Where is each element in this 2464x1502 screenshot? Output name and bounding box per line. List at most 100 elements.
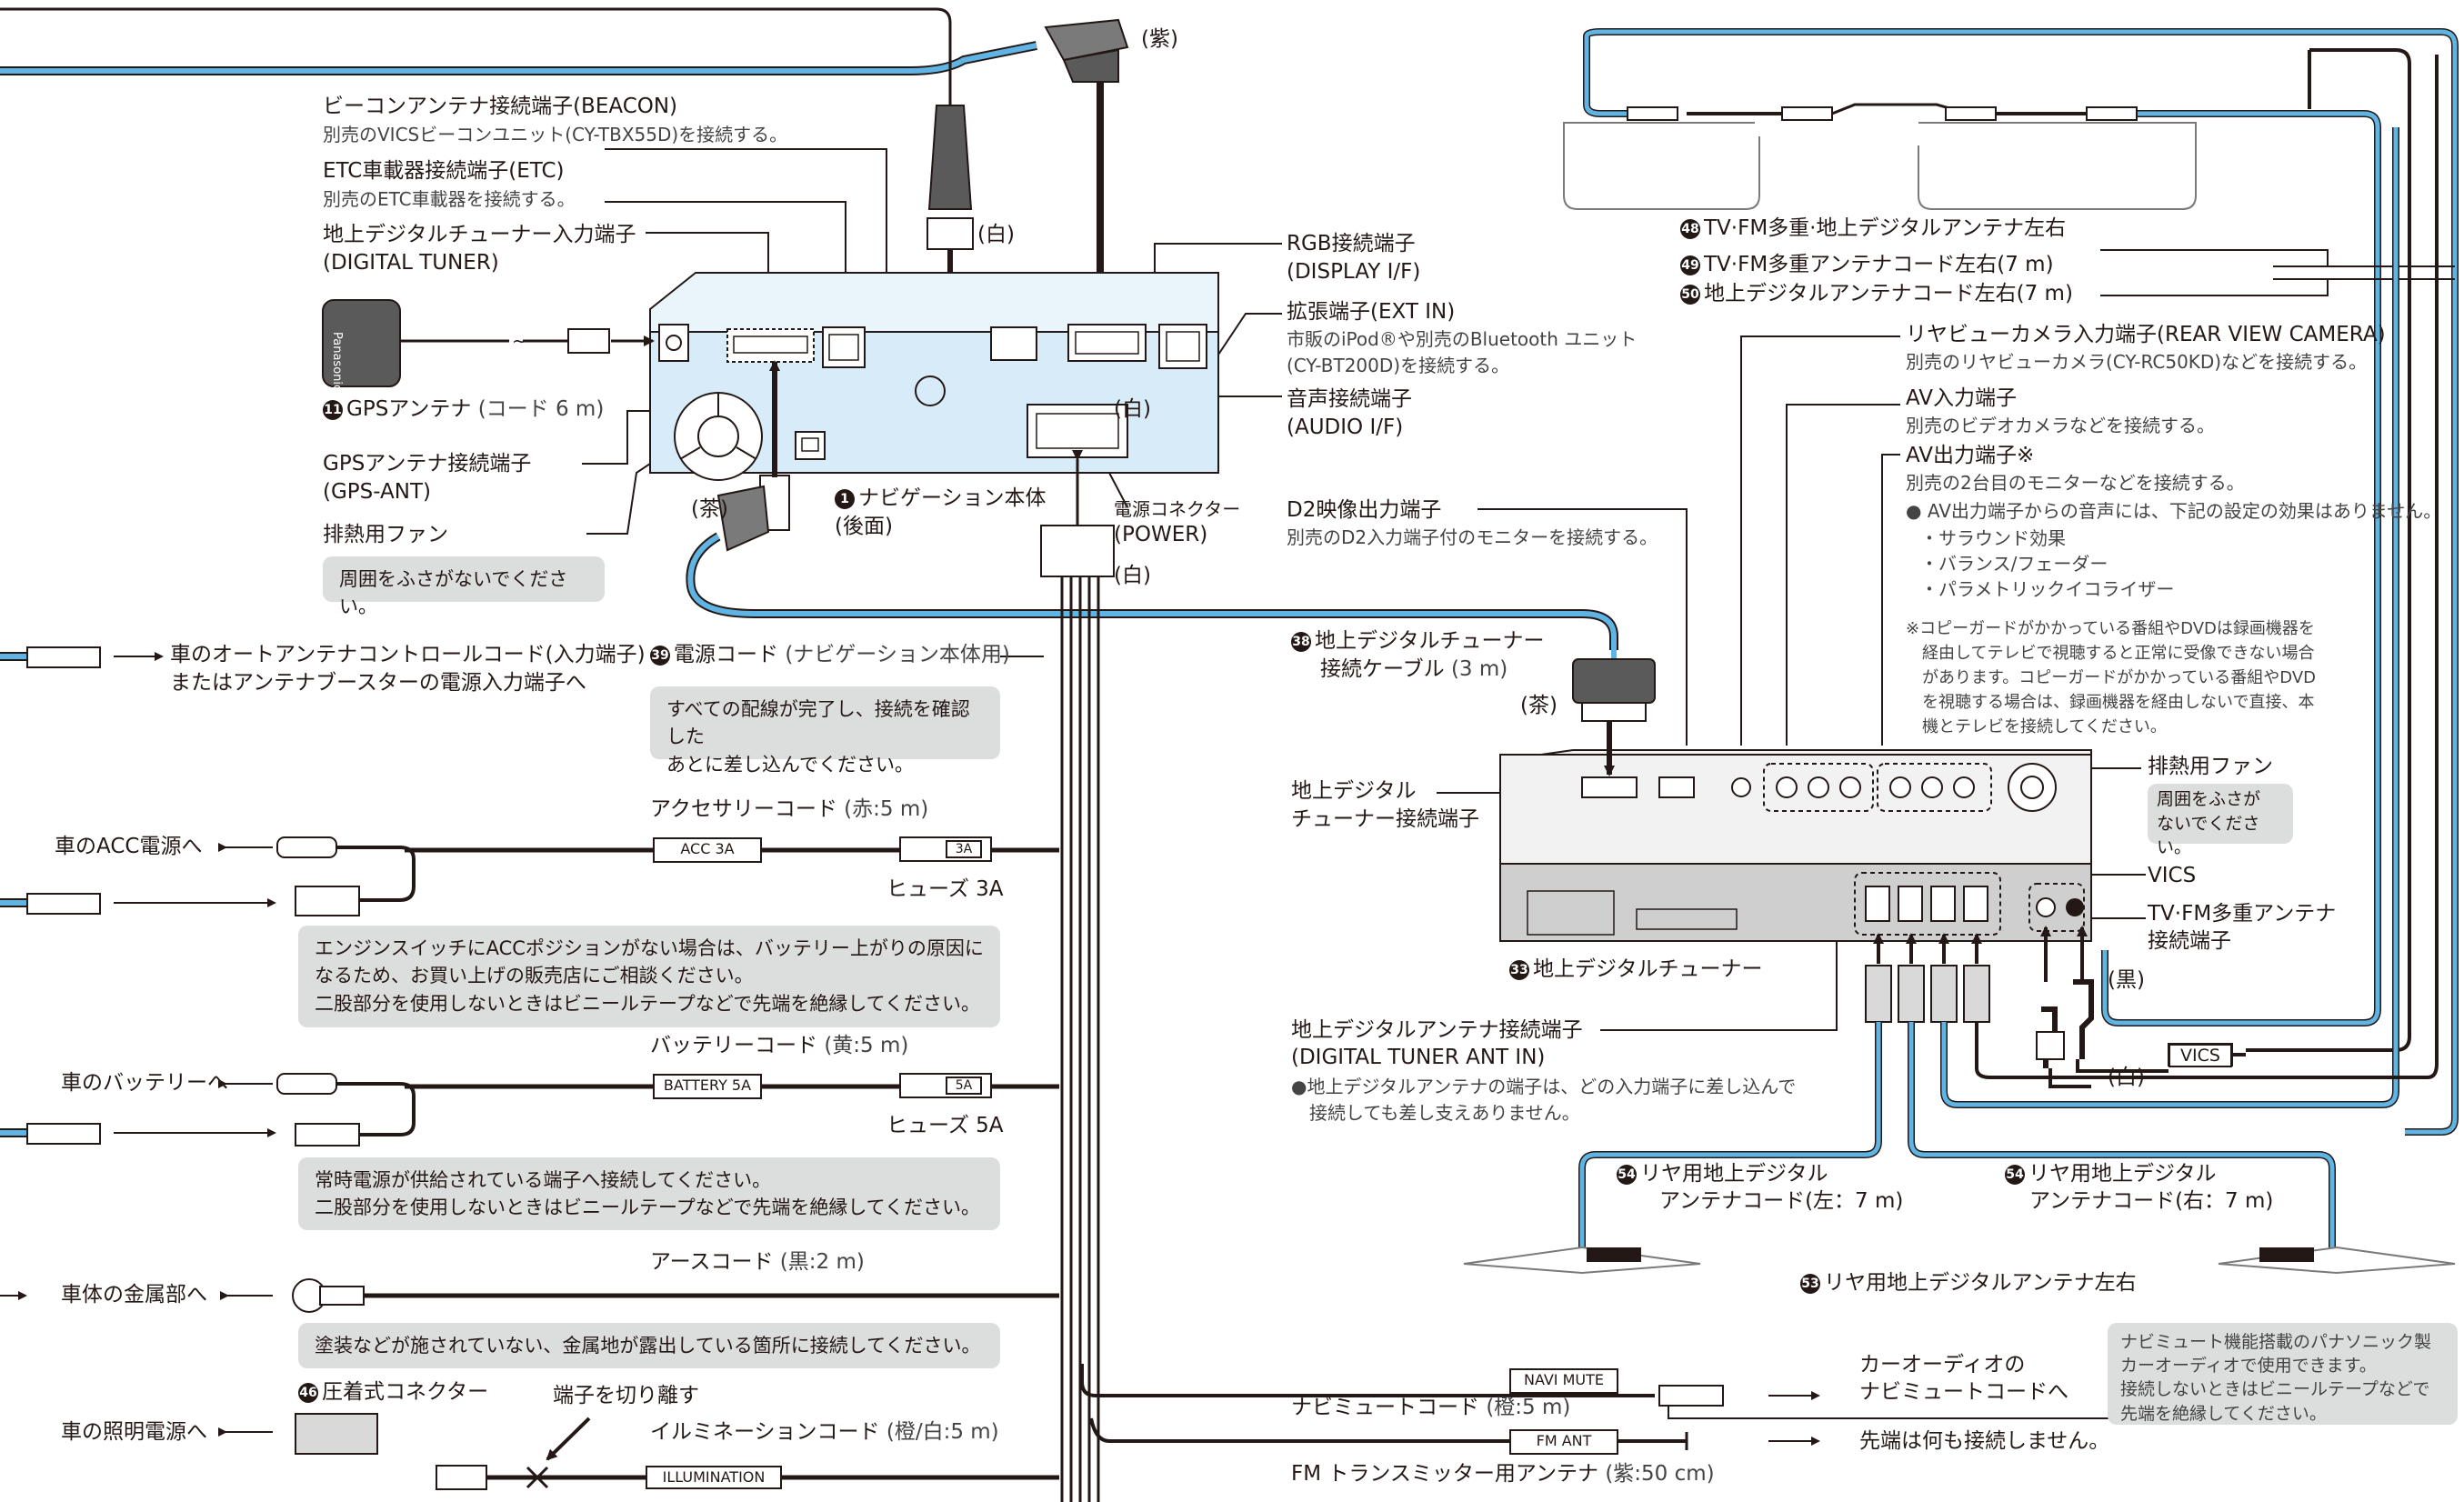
ant50-text: 地上デジタルアンテナコード左右(7 m): [1704, 282, 2073, 305]
illum-tag: ILLUMINATION: [646, 1466, 782, 1489]
rear-l-text-1: リヤ用地上デジタル: [1640, 1162, 1828, 1186]
tuner-cable-text-1: 地上デジタルチューナー: [1315, 629, 1545, 653]
power-note: すべての配線が完了し、接続を確認した あとに差し込んでください。: [650, 686, 1000, 776]
auto-antenna-1: 車のオートアンテナコントロールコード(入力端子): [170, 643, 646, 666]
ground-cord-sub: (黒:2 m): [779, 1250, 865, 1274]
etc-title: ETC車載器接続端子(ETC): [323, 159, 565, 183]
rear-antennas: [1463, 1246, 2456, 1275]
ant-in-title: 地上デジタルアンテナ接続端子: [1291, 1018, 1583, 1042]
rear-ant-num: 53: [1800, 1274, 1820, 1294]
acc-cord-text: アクセサリーコード: [650, 797, 837, 821]
gps-num: 11: [323, 400, 343, 420]
d2-title: D2映像出力端子: [1287, 498, 1442, 522]
d2-desc: 別売のD2入力端子付のモニターを接続する。: [1287, 526, 1658, 548]
acc-cord: アクセサリーコード (赤:5 m): [650, 797, 928, 823]
ext-title: 拡張端子(EXT IN): [1287, 300, 1456, 324]
audio-title: 音声接続端子: [1287, 387, 1412, 411]
fan-note: 周囲をふさがないでください。: [323, 556, 605, 617]
front-antennas: [1563, 122, 2197, 210]
unit-name: ナビゲーション本体: [858, 486, 1047, 510]
batt-cord: バッテリーコード (黄:5 m): [650, 1034, 908, 1059]
rgb-sub: (DISPLAY I/F): [1287, 260, 1421, 284]
av-out-bullet: ● AV出力端子からの音声には、下記の設定の効果はありません。: [1906, 500, 2442, 522]
tuner-conn-1: 地上デジタル: [1291, 779, 1417, 803]
gps-brand: Panasonic: [330, 332, 344, 392]
tuner-cable-text-2: 接続ケーブル: [1320, 657, 1445, 681]
fuse5-tag: 5A: [946, 1076, 982, 1095]
power-cord-sub: (ナビゲーション本体用): [785, 643, 1010, 666]
fm-label: FM トランスミッター用アンテナ (紫:50 cm): [1291, 1462, 1715, 1487]
vics-tag: VICS: [2169, 1044, 2232, 1067]
ground-cord: アースコード (黒:2 m): [650, 1250, 865, 1276]
fm-sub: (紫:50 cm): [1605, 1462, 1715, 1486]
beacon-title: ビーコンアンテナ接続端子(BEACON): [323, 95, 678, 118]
copyguard-note: ※コピーガードがかかっている番組やDVDは録画機器を 経由してテレビで視聴すると…: [1906, 619, 2317, 736]
illum-cord-sub: (橙/白:5 m): [886, 1420, 999, 1444]
cut-label: 端子を切り離す: [553, 1384, 699, 1407]
power-cord-num: 39: [650, 646, 670, 666]
brown-label-tuner: (茶): [1520, 694, 1558, 717]
navimute-note: ナビミュート機能搭載のパナソニック製 カーオーディオで使用できます。 接続しない…: [2108, 1323, 2458, 1425]
unit-side: (後面): [835, 515, 893, 538]
ant48-text: TV·FM多重·地上デジタルアンテナ左右: [1704, 216, 2067, 240]
batt-dest: 車のバッテリーへ: [61, 1071, 228, 1095]
acc-note: エンジンスイッチにACCポジションがない場合は、バッテリー上がりの原因に なるた…: [298, 926, 1000, 1027]
tuner-cable-2: 接続ケーブル (3 m): [1320, 657, 1507, 683]
power-conn: 電源コネクター: [1114, 498, 1241, 520]
effect-2: ・バランス/フェーダー: [1920, 553, 2108, 575]
light-dest: 車の照明電源へ: [61, 1420, 207, 1444]
purple-connector: [1044, 18, 1129, 83]
av-out-desc: 別売の2台目のモニターなどを接続する。: [1906, 472, 2245, 494]
ext-desc-1: 市販のiPod®や別売のBluetooth ユニット: [1287, 328, 1638, 350]
acc-dest: 車のACC電源へ: [55, 835, 203, 858]
caraudio-2: ナビミュートコードへ: [1859, 1380, 2068, 1404]
rear-r-2: アンテナコード(右：7 m): [2029, 1189, 2274, 1213]
rear-cam-title: リヤビューカメラ入力端子(REAR VIEW CAMERA): [1906, 323, 2386, 346]
tuner-cable-num: 38: [1291, 632, 1311, 652]
ant50-num: 50: [1680, 285, 1700, 305]
fm-dest: 先端は何も接続しません。: [1859, 1429, 2110, 1453]
white-label-tuner: (白): [2108, 1066, 2145, 1089]
rear-l-num: 54: [1617, 1165, 1637, 1185]
acc-cord-sub: (赤:5 m): [844, 797, 929, 821]
ant-in-sub: (DIGITAL TUNER ANT IN): [1291, 1046, 1546, 1069]
auto-antenna-2: またはアンテナブースターの電源入力端子へ: [170, 671, 586, 695]
audio-sub: (AUDIO I/F): [1287, 416, 1404, 439]
power-cord-text: 電源コード: [674, 643, 778, 666]
navimute-tag: NAVI MUTE: [1509, 1368, 1618, 1394]
tuner-fan: 排熱用ファン: [2148, 755, 2273, 778]
effect-3: ・パラメトリックイコライザー: [1920, 578, 2175, 600]
unit-num: 1: [835, 489, 855, 509]
digital-tuner: [1498, 749, 2092, 942]
tuner-in-sub: (DIGITAL TUNER): [323, 251, 499, 275]
beacon-desc: 別売のVICSビーコンユニット(CY-TBX55D)を接続する。: [323, 124, 788, 145]
navimute-cord: ナビミュートコード (橙:5 m): [1291, 1396, 1570, 1421]
power-sub: (POWER): [1114, 523, 1208, 546]
ant49-text: TV·FM多重アンテナコード左右(7 m): [1704, 253, 2054, 276]
ant49-num: 49: [1680, 255, 1700, 275]
top-black-cable: [0, 7, 952, 105]
brown-label-nav: (茶): [691, 497, 728, 521]
navimute-sub: (橙:5 m): [1486, 1396, 1571, 1419]
etc-desc: 別売のETC車載器を接続する。: [323, 188, 576, 210]
rgb-title: RGB接続端子: [1287, 232, 1416, 255]
fan-label: 排熱用ファン: [323, 523, 448, 546]
ant48-num: 48: [1680, 219, 1700, 239]
gps-cord: (コード 6 m): [477, 397, 605, 421]
ant-in-note-2: 接続しても差し支えありません。: [1291, 1102, 1580, 1124]
tuner-cable-len: (3 m): [1450, 657, 1508, 681]
tuner-fan-note: 周囲をふさが ないでください。: [2148, 784, 2293, 857]
antenna-plugs: [1865, 933, 1990, 1023]
fm-tag: FM ANT: [1509, 1429, 1618, 1455]
batt-tag: BATTERY 5A: [653, 1074, 762, 1099]
tuner-name: 地上デジタルチューナー: [1533, 957, 1763, 981]
